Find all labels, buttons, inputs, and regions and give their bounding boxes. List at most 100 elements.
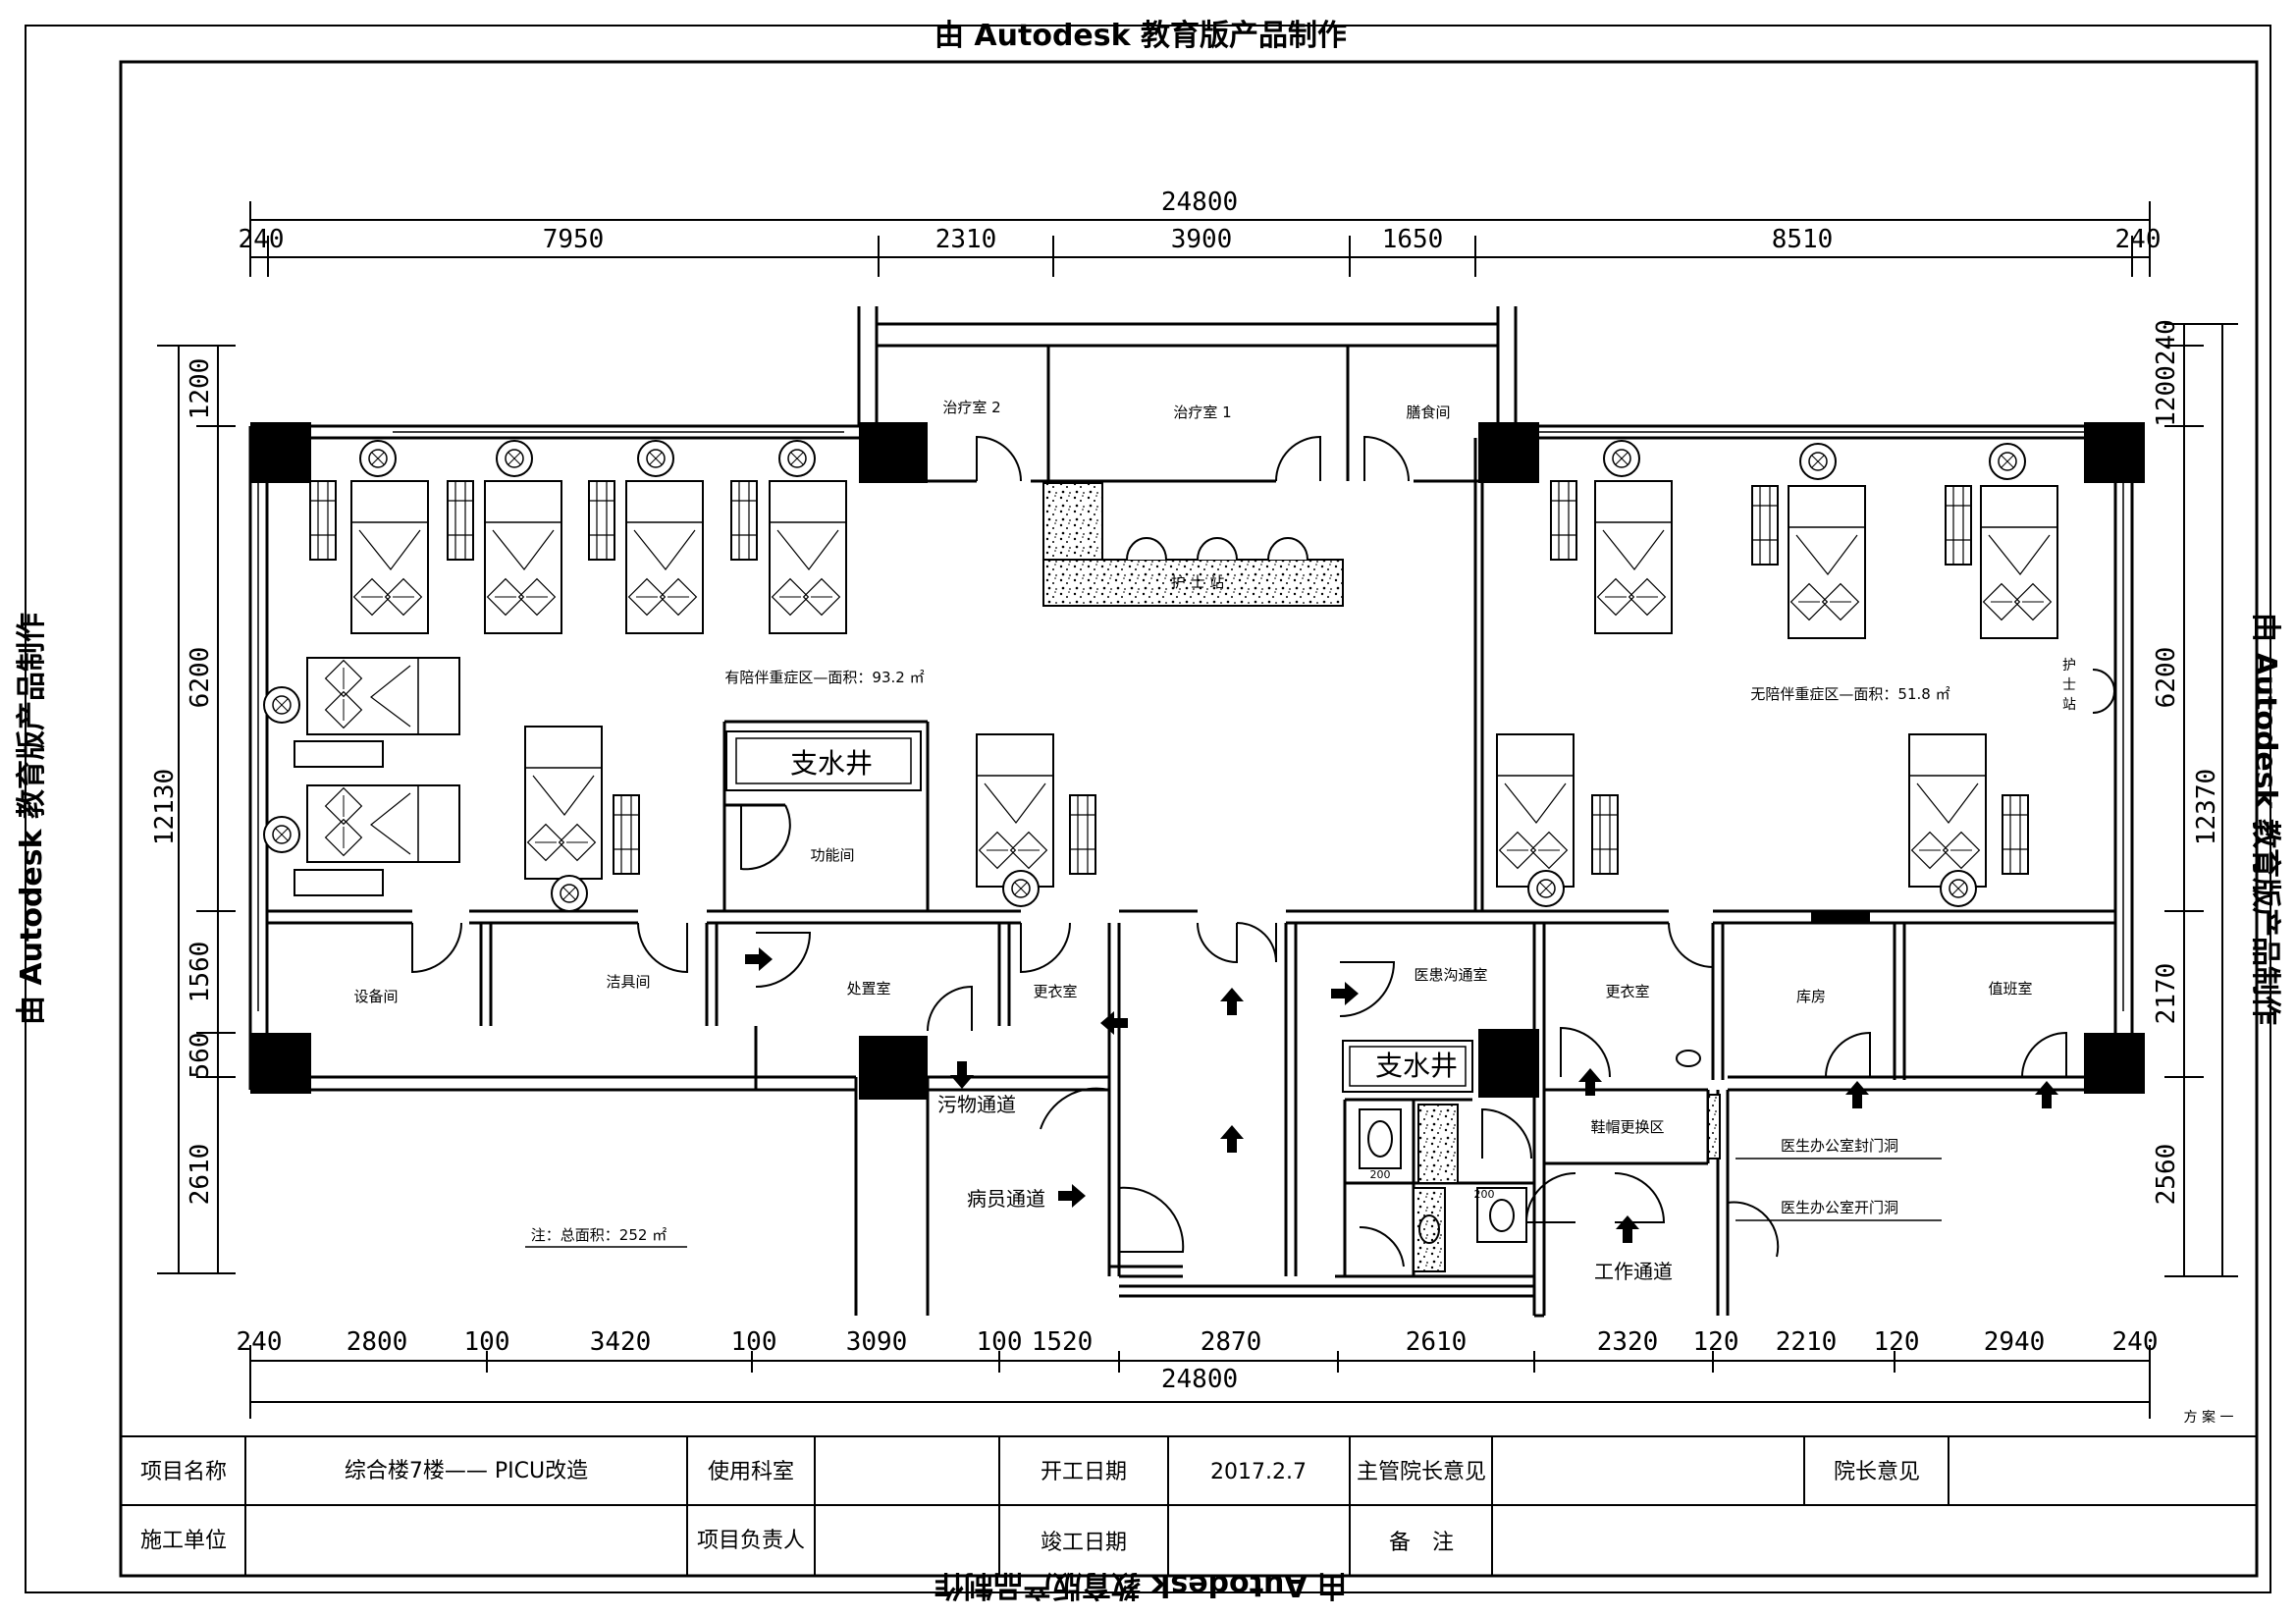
office-open-label: 医生办公室开门洞 — [1781, 1199, 1898, 1216]
total-area-note: 注：总面积：252 ㎡ — [531, 1226, 667, 1244]
table-project-name-value: 综合楼7楼—— PICU改造 — [345, 1459, 588, 1483]
room-function: 功能间 — [810, 846, 854, 864]
top-dim-6: 240 — [2115, 225, 2162, 254]
right-dim-0: 1200240 — [2152, 319, 2181, 427]
nurse-station-right-arc — [2092, 669, 2115, 714]
top-dim-2: 2310 — [935, 225, 997, 254]
shoe-zone-label: 鞋帽更换区 — [1590, 1118, 1664, 1136]
bottom-dim-4: 100 — [731, 1327, 777, 1357]
top-dim-1: 7950 — [543, 225, 605, 254]
table-chief-label: 主管院长意见 — [1357, 1460, 1486, 1484]
room-locker-1: 更衣室 — [1033, 983, 1077, 1000]
bottom-dim-6: 100 — [977, 1327, 1023, 1357]
left-dim-1: 6200 — [186, 647, 215, 709]
left-dimensions — [157, 345, 236, 1274]
dirty-corridor-label: 污物通道 — [937, 1093, 1016, 1116]
shaft-label-right: 支水井 — [1375, 1050, 1458, 1082]
columns — [250, 422, 2145, 1100]
title-block — [120, 1435, 2258, 1577]
room-locker-2: 更衣室 — [1605, 983, 1649, 1000]
top-dimensions — [249, 201, 2151, 277]
bottom-dim-11: 120 — [1693, 1327, 1739, 1357]
doors — [411, 435, 2067, 1267]
office-close-label: 医生办公室封门洞 — [1781, 1137, 1898, 1155]
table-start-label: 开工日期 — [1041, 1460, 1127, 1484]
table-manager-label: 项目负责人 — [697, 1529, 805, 1553]
room-comm: 医患沟通室 — [1414, 966, 1487, 984]
bottom-dim-8: 2870 — [1201, 1327, 1262, 1357]
right-dim-2: 2170 — [2152, 963, 2181, 1025]
bottom-dimensions — [249, 1345, 2151, 1419]
watermark-top: 由 Autodesk 教育版产品制作 — [934, 19, 1347, 53]
left-dim-3: 560 — [186, 1033, 215, 1079]
outer-frame — [25, 25, 2271, 1593]
left-dim-2: 1560 — [186, 942, 215, 1003]
top-total-dim: 24800 — [1161, 188, 1238, 217]
room-cleaning: 洁具间 — [606, 973, 650, 991]
room-meal: 膳食间 — [1406, 404, 1450, 421]
bottom-dim-13: 120 — [1874, 1327, 1920, 1357]
top-dim-3: 3900 — [1171, 225, 1233, 254]
table-remark-label: 备 注 — [1389, 1531, 1454, 1555]
top-dim-0: 240 — [239, 225, 285, 254]
room-storage: 库房 — [1796, 988, 1826, 1005]
room-disposal: 处置室 — [846, 980, 890, 998]
right-dimensions — [2164, 323, 2238, 1277]
bottom-dim-12: 2210 — [1776, 1327, 1838, 1357]
top-dim-4: 1650 — [1382, 225, 1444, 254]
bottom-dim-0: 240 — [237, 1327, 283, 1357]
shaft-box-right — [1342, 1040, 1473, 1093]
table-dept-label: 使用科室 — [708, 1460, 794, 1484]
table-president-label: 院长意见 — [1834, 1460, 1920, 1484]
table-finish-label: 竣工日期 — [1041, 1531, 1127, 1555]
nurse-station-chairs — [1126, 537, 1308, 561]
toilet-fixtures — [1359, 1050, 1721, 1272]
room-nurse-station: 护 士 站 — [1171, 573, 1225, 591]
beds-right-zone — [1496, 440, 2058, 907]
bottom-dim-9: 2610 — [1406, 1327, 1468, 1357]
right-dim-1: 6200 — [2152, 647, 2181, 709]
room-treat2: 治疗室 2 — [942, 399, 1000, 416]
room-equipment: 设备间 — [353, 988, 398, 1005]
wc-dim-2: 200 — [1474, 1188, 1495, 1201]
room-nurse-station-2b: 士 — [2062, 677, 2076, 693]
room-nurse-station-2c: 站 — [2062, 697, 2076, 713]
room-duty: 值班室 — [1988, 980, 2032, 998]
windows — [257, 431, 2124, 1011]
shaft-label-left: 支水井 — [790, 747, 873, 780]
table-start-value: 2017.2.7 — [1210, 1460, 1307, 1484]
patient-corridor-label: 病员通道 — [967, 1187, 1045, 1211]
zone-left-label: 有陪伴重症区—面积：93.2 ㎡ — [724, 669, 924, 686]
left-dim-4: 2610 — [186, 1144, 215, 1206]
bottom-dim-3: 3420 — [590, 1327, 652, 1357]
bottom-dim-7: 1520 — [1032, 1327, 1094, 1357]
scheme-label: 方 案 一 — [2184, 1409, 2234, 1426]
bottom-dim-2: 100 — [464, 1327, 510, 1357]
bottom-total-dim: 24800 — [1161, 1365, 1238, 1394]
watermark-left: 由 Autodesk 教育版产品制作 — [15, 613, 49, 1025]
room-treat1: 治疗室 1 — [1173, 404, 1231, 421]
bottom-dim-14: 2940 — [1984, 1327, 2046, 1357]
left-total-dim: 12130 — [150, 769, 180, 845]
zone-right-label: 无陪伴重症区—面积：51.8 ㎡ — [1750, 685, 1949, 703]
wc-dim-1: 200 — [1370, 1168, 1391, 1181]
room-nurse-station-2: 护 — [2062, 658, 2076, 674]
nurse-station-desk — [1042, 559, 1344, 607]
beds-left-zone — [263, 440, 1096, 912]
shaft-box-left — [725, 730, 922, 791]
table-project-name-label: 项目名称 — [140, 1460, 227, 1484]
building-walls — [248, 306, 2134, 1318]
right-dim-3: 2560 — [2152, 1144, 2181, 1206]
bottom-dim-1: 2800 — [347, 1327, 408, 1357]
table-builder-label: 施工单位 — [140, 1529, 227, 1553]
watermark-right: 由 Autodesk 教育版产品制作 — [2248, 613, 2282, 1025]
bottom-dim-10: 2320 — [1597, 1327, 1659, 1357]
right-total-dim: 12370 — [2192, 769, 2221, 845]
bottom-dim-15: 240 — [2112, 1327, 2159, 1357]
watermark-bottom: 由 Autodesk 教育版产品制作 — [934, 1568, 1347, 1602]
left-dim-0: 1200 — [186, 358, 215, 420]
top-dim-5: 8510 — [1772, 225, 1834, 254]
work-corridor-label: 工作通道 — [1594, 1260, 1673, 1283]
bottom-dim-5: 3090 — [846, 1327, 908, 1357]
